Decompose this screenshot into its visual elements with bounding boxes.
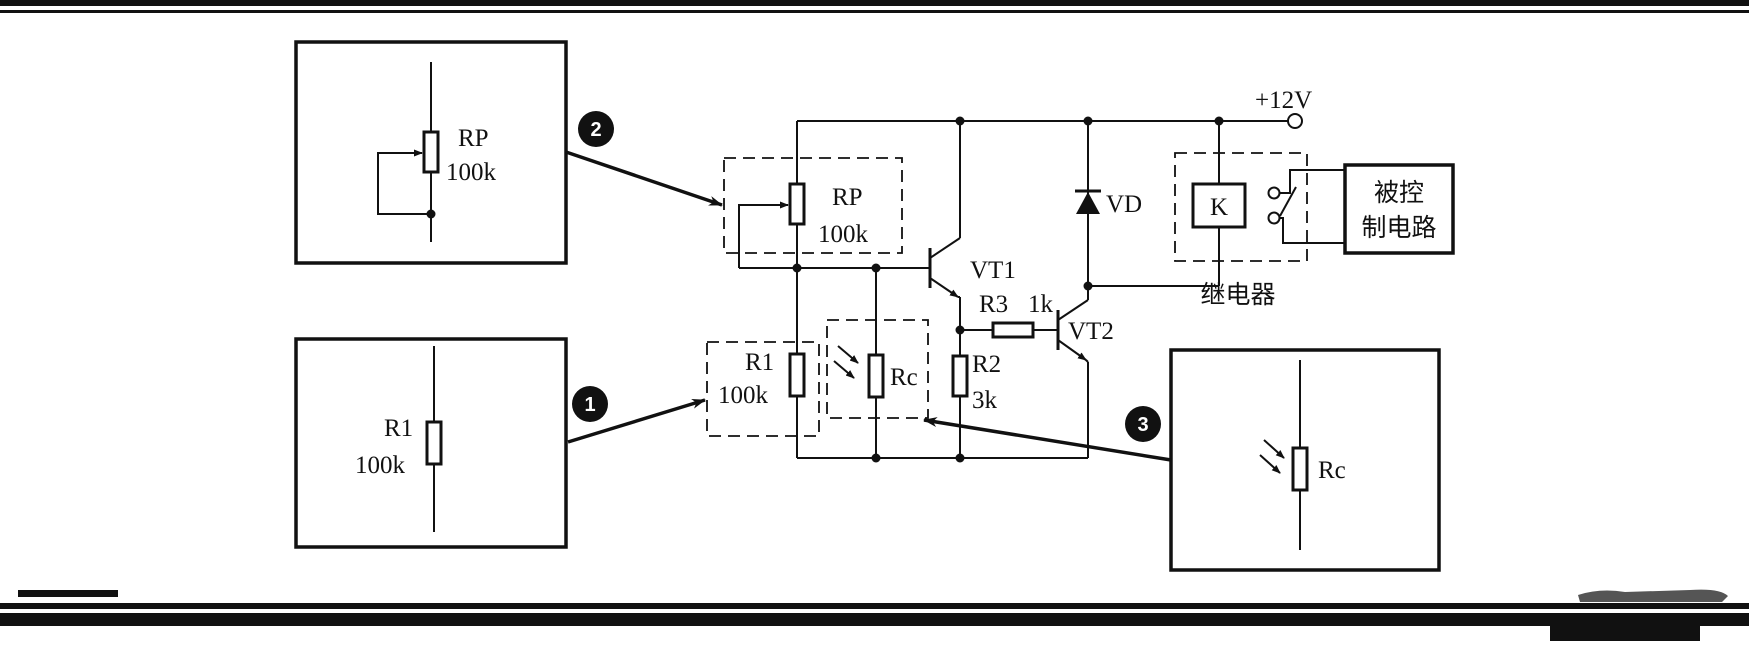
vd-diode: VD: [1075, 189, 1219, 291]
rp-highlight-box: [723, 157, 903, 254]
r3-value: 1k: [1028, 291, 1054, 318]
top-border: [0, 0, 1749, 13]
pointer-arrow-3: [923, 417, 1172, 462]
marker-3: 3: [1125, 406, 1161, 442]
inset-rp-name: RP: [458, 125, 489, 152]
relay-caption: 继电器: [1200, 280, 1275, 309]
inset-resistor: R1 100k: [294, 337, 568, 549]
rc-name: Rc: [890, 364, 918, 391]
r2-name: R2: [972, 351, 1001, 378]
rp-name: RP: [832, 184, 863, 211]
supply-label: +12V: [1255, 87, 1312, 114]
rc-highlight-box: [826, 319, 929, 419]
rc-photoresistor: [867, 353, 885, 399]
pointer-arrow-1: [567, 398, 706, 444]
inset-rc-name: Rc: [1318, 457, 1346, 484]
ground-rail: [797, 453, 1088, 463]
inset-r1-value: 100k: [355, 452, 406, 479]
supply-terminal: [1287, 113, 1303, 129]
vt1-emitter-node: R2 3k R3 1k: [951, 291, 1058, 458]
relay-contact-lower: [1267, 211, 1281, 225]
vt1-name: VT1: [970, 257, 1016, 284]
marker-1: 1: [572, 386, 608, 422]
controlled-load: 被控 制电路: [1343, 163, 1455, 255]
supply-rail: +12V: [797, 87, 1312, 129]
rc-branch: Rc: [826, 268, 929, 458]
photoresistor-symbol: [1291, 446, 1309, 492]
relay: K 继电器: [1174, 121, 1345, 309]
vt2-name: VT2: [1068, 318, 1114, 345]
marker-2: 2: [578, 111, 614, 147]
vt1-transistor: VT1: [928, 121, 1016, 298]
load-label-line2: 制电路: [1361, 213, 1436, 242]
marker-2-label: 2: [590, 119, 601, 141]
r1-name: R1: [745, 349, 774, 376]
load-label-line1: 被控: [1374, 178, 1424, 207]
bottom-border: [0, 589, 1749, 641]
potentiometer-symbol: [422, 130, 440, 174]
relay-coil-name: K: [1210, 194, 1228, 221]
load-box: [1343, 163, 1455, 255]
relay-outline: [1174, 152, 1308, 262]
inset-r1-name: R1: [384, 415, 413, 442]
inset-rp-value: 100k: [446, 159, 497, 186]
resistor-symbol: [425, 420, 443, 466]
inset-potentiometer: RP 100k: [294, 40, 568, 265]
r3-name: R3: [979, 291, 1008, 318]
inset-photoresistor: Rc: [1169, 348, 1441, 572]
relay-contact-upper: [1267, 186, 1281, 200]
r1-value: 100k: [718, 382, 769, 409]
r2-resistor: [951, 354, 969, 398]
left-branch: RP 100k R1 100k: [706, 121, 930, 458]
r1-highlight-box: [706, 341, 820, 437]
rp-resistor: [788, 182, 806, 226]
vd-name: VD: [1106, 191, 1142, 218]
pointer-arrow-2: [565, 150, 723, 207]
r2-value: 3k: [972, 387, 998, 414]
marker-3-label: 3: [1137, 414, 1148, 436]
rp-value: 100k: [818, 221, 869, 248]
relay-coil: [1191, 182, 1247, 229]
r1-resistor: [788, 352, 806, 398]
r3-resistor: [991, 321, 1035, 339]
marker-1-label: 1: [584, 394, 595, 416]
